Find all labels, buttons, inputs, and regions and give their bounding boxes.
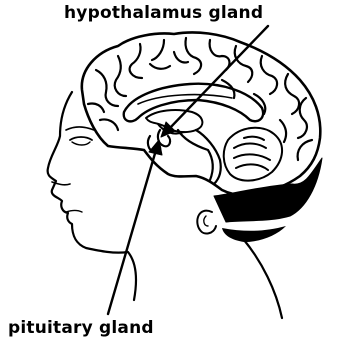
cerebellum (224, 128, 282, 181)
pituitary-label: pituitary gland (8, 318, 154, 338)
hypothalamus-label: hypothalamus gland (64, 3, 263, 23)
eye (66, 127, 94, 145)
ear (197, 211, 216, 234)
